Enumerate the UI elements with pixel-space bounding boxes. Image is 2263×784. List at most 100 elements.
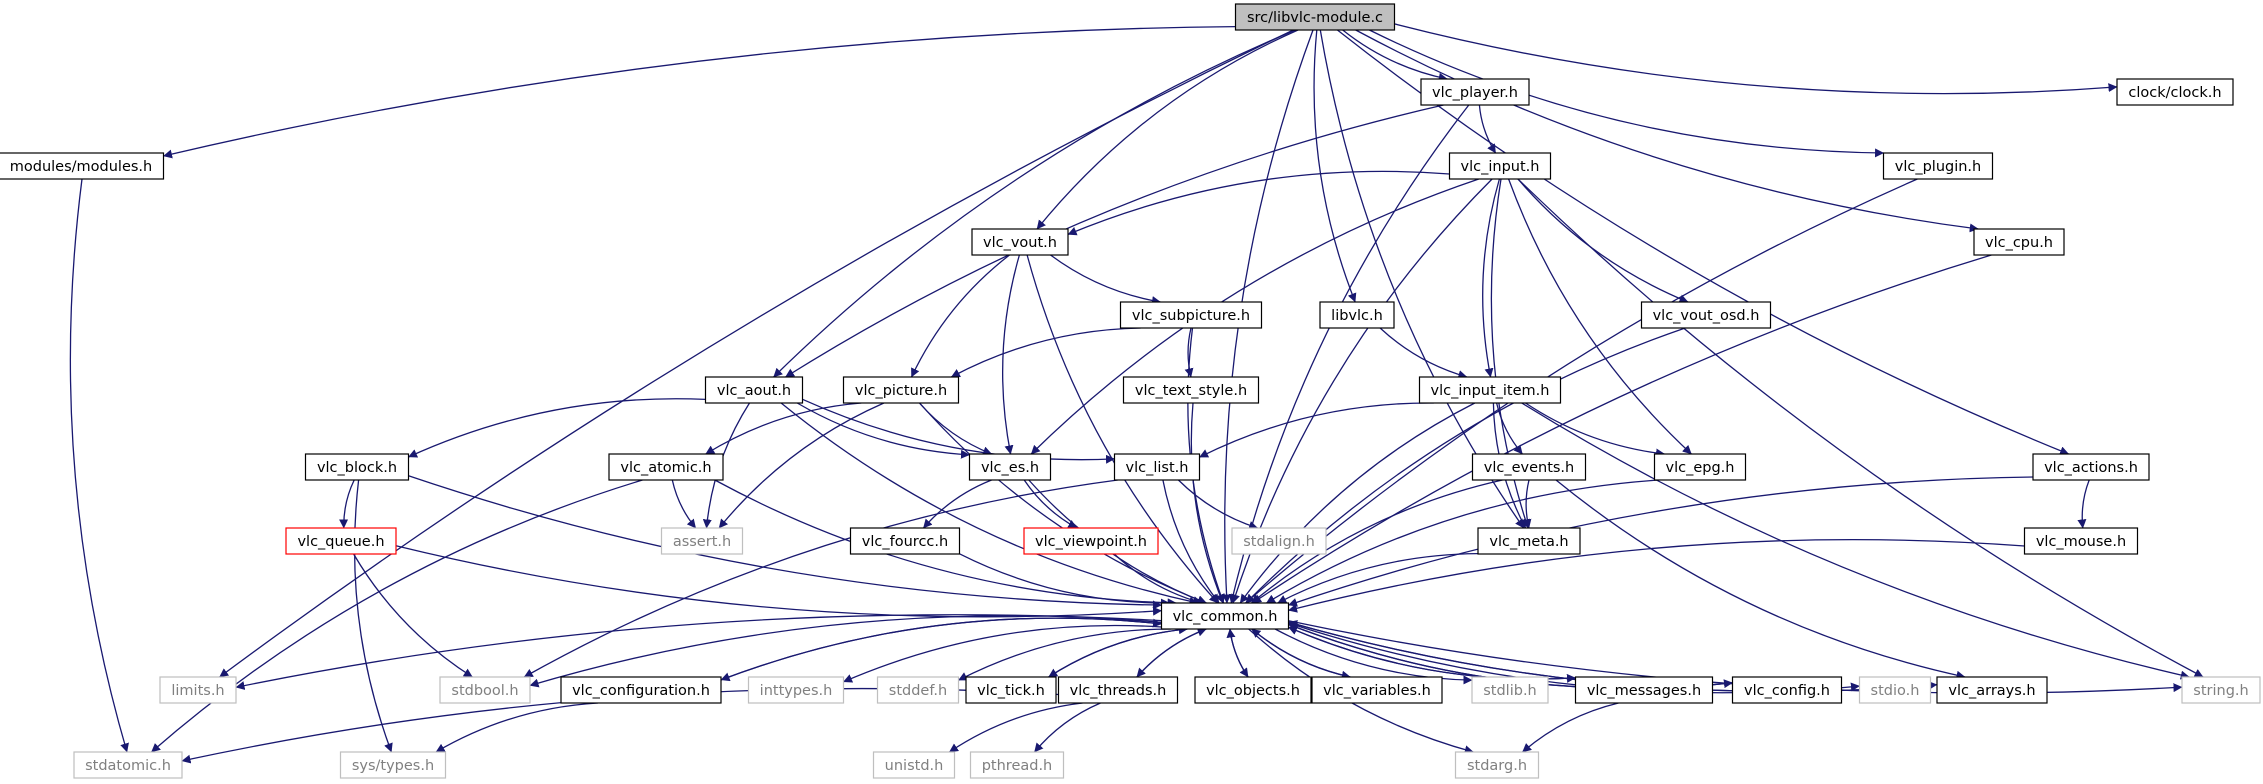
node-box-arrays	[1936, 676, 2048, 704]
node-label-messages: vlc_messages.h	[1587, 683, 1701, 699]
node-box-fourcc	[849, 527, 961, 555]
node-label-atomic: vlc_atomic.h	[620, 460, 711, 476]
edge-aout-to-list	[802, 398, 1115, 464]
node-player[interactable]: vlc_player.h	[1420, 78, 1530, 106]
edge-block-to-common	[408, 475, 1162, 610]
node-box-queue	[285, 527, 397, 555]
node-input_item[interactable]: vlc_input_item.h	[1418, 376, 1562, 404]
edge-actions-to-common	[1288, 476, 2034, 607]
edge-common-to-messages	[1288, 626, 1576, 683]
node-aout[interactable]: vlc_aout.h	[704, 376, 804, 404]
node-label-actions: vlc_actions.h	[2044, 460, 2138, 476]
node-box-text_style	[1122, 376, 1260, 404]
node-label-cpu: vlc_cpu.h	[1985, 235, 2053, 251]
node-libvlc[interactable]: libvlc.h	[1319, 301, 1395, 329]
edge-messages-to-common	[1288, 626, 1576, 680]
node-meta[interactable]: vlc_meta.h	[1477, 527, 1581, 555]
edge-list-to-common	[1162, 479, 1220, 604]
node-modules[interactable]: modules/modules.h	[0, 152, 165, 180]
edge-vout_osd-to-common	[1245, 327, 1686, 604]
node-variables[interactable]: vlc_variables.h	[1311, 676, 1443, 704]
edge-threads-to-unistd	[949, 702, 1083, 753]
node-box-tick	[965, 676, 1057, 704]
node-box-string	[2181, 676, 2261, 704]
node-label-vout: vlc_vout.h	[983, 235, 1057, 251]
node-subpicture[interactable]: vlc_subpicture.h	[1119, 301, 1263, 329]
node-box-variables	[1311, 676, 1443, 704]
edge-common-to-objects	[1229, 628, 1249, 678]
node-stdalign: stdalign.h	[1231, 527, 1327, 555]
node-threads[interactable]: vlc_threads.h	[1057, 676, 1179, 704]
node-box-clock	[2116, 78, 2234, 106]
node-box-subpicture	[1119, 301, 1263, 329]
node-box-plugin	[1882, 152, 1994, 180]
edge-viewpoint-to-common	[1113, 553, 1203, 606]
node-label-inttypes: inttypes.h	[760, 683, 833, 699]
edge-text_style-to-common	[1190, 402, 1224, 604]
edge-input-to-epg	[1507, 178, 1692, 455]
node-block[interactable]: vlc_block.h	[304, 453, 410, 481]
edge-root-to-limits	[219, 29, 1294, 678]
node-events[interactable]: vlc_events.h	[1471, 453, 1587, 481]
node-config[interactable]: vlc_config.h	[1731, 676, 1843, 704]
node-arrays[interactable]: vlc_arrays.h	[1936, 676, 2048, 704]
node-label-meta: vlc_meta.h	[1489, 534, 1568, 550]
node-messages[interactable]: vlc_messages.h	[1574, 676, 1714, 704]
node-box-stdio	[1858, 676, 1932, 704]
node-box-inttypes	[747, 676, 845, 704]
node-atomic[interactable]: vlc_atomic.h	[608, 453, 724, 481]
node-viewpoint[interactable]: vlc_viewpoint.h	[1023, 527, 1159, 555]
node-box-actions	[2032, 453, 2150, 481]
edge-root-to-plugin	[1369, 29, 1885, 158]
node-limits: limits.h	[159, 676, 237, 704]
node-label-stddef: stddef.h	[889, 683, 947, 699]
node-label-epg: vlc_epg.h	[1666, 460, 1735, 476]
edge-input-to-meta	[1490, 178, 1530, 529]
node-cpu[interactable]: vlc_cpu.h	[1973, 228, 2065, 256]
edge-common-to-configuration	[720, 617, 1162, 682]
node-systypes: sys/types.h	[339, 751, 447, 779]
node-picture[interactable]: vlc_picture.h	[842, 376, 960, 404]
node-actions[interactable]: vlc_actions.h	[2032, 453, 2150, 481]
node-text_style[interactable]: vlc_text_style.h	[1122, 376, 1260, 404]
node-box-root	[1234, 3, 1396, 31]
node-mouse[interactable]: vlc_mouse.h	[2023, 527, 2139, 555]
node-tick[interactable]: vlc_tick.h	[965, 676, 1057, 704]
node-clock[interactable]: clock/clock.h	[2116, 78, 2234, 106]
edge-es-to-viewpoint	[1023, 479, 1078, 529]
node-box-configuration	[560, 676, 722, 704]
node-queue[interactable]: vlc_queue.h	[285, 527, 397, 555]
edge-atomic-to-stdatomic	[151, 479, 643, 753]
edge-root-to-clock	[1394, 23, 2118, 95]
node-box-mouse	[2023, 527, 2139, 555]
node-box-messages	[1574, 676, 1714, 704]
node-epg[interactable]: vlc_epg.h	[1653, 453, 1747, 481]
node-stdbool: stdbool.h	[439, 676, 531, 704]
edge-mouse-to-common	[1288, 539, 2025, 613]
node-es[interactable]: vlc_es.h	[968, 453, 1052, 481]
node-label-picture: vlc_picture.h	[855, 383, 947, 399]
node-label-variables: vlc_variables.h	[1323, 683, 1431, 699]
edge-aout-to-common	[780, 402, 1199, 606]
node-box-systypes	[339, 751, 447, 779]
node-input[interactable]: vlc_input.h	[1448, 152, 1552, 180]
node-box-config	[1731, 676, 1843, 704]
edge-common-to-stdarg	[1248, 628, 1474, 755]
node-plugin[interactable]: vlc_plugin.h	[1882, 152, 1994, 180]
node-box-viewpoint	[1023, 527, 1159, 555]
node-configuration[interactable]: vlc_configuration.h	[560, 676, 722, 704]
node-objects[interactable]: vlc_objects.h	[1194, 676, 1312, 704]
node-vout[interactable]: vlc_vout.h	[971, 228, 1069, 256]
node-box-stddef	[876, 676, 960, 704]
node-fourcc[interactable]: vlc_fourcc.h	[849, 527, 961, 555]
edge-input-to-input_item	[1482, 178, 1501, 378]
node-common[interactable]: vlc_common.h	[1160, 602, 1290, 630]
node-list[interactable]: vlc_list.h	[1113, 453, 1201, 481]
node-label-stdlib: stdlib.h	[1483, 683, 1537, 699]
node-vout_osd[interactable]: vlc_vout_osd.h	[1640, 301, 1772, 329]
node-root[interactable]: src/libvlc-module.c	[1234, 3, 1396, 31]
edge-common-to-inttypes	[843, 624, 1162, 683]
edge-actions-to-mouse	[2077, 479, 2090, 529]
node-label-stdarg: stdarg.h	[1467, 758, 1527, 774]
edge-threads-to-common	[1136, 627, 1207, 678]
